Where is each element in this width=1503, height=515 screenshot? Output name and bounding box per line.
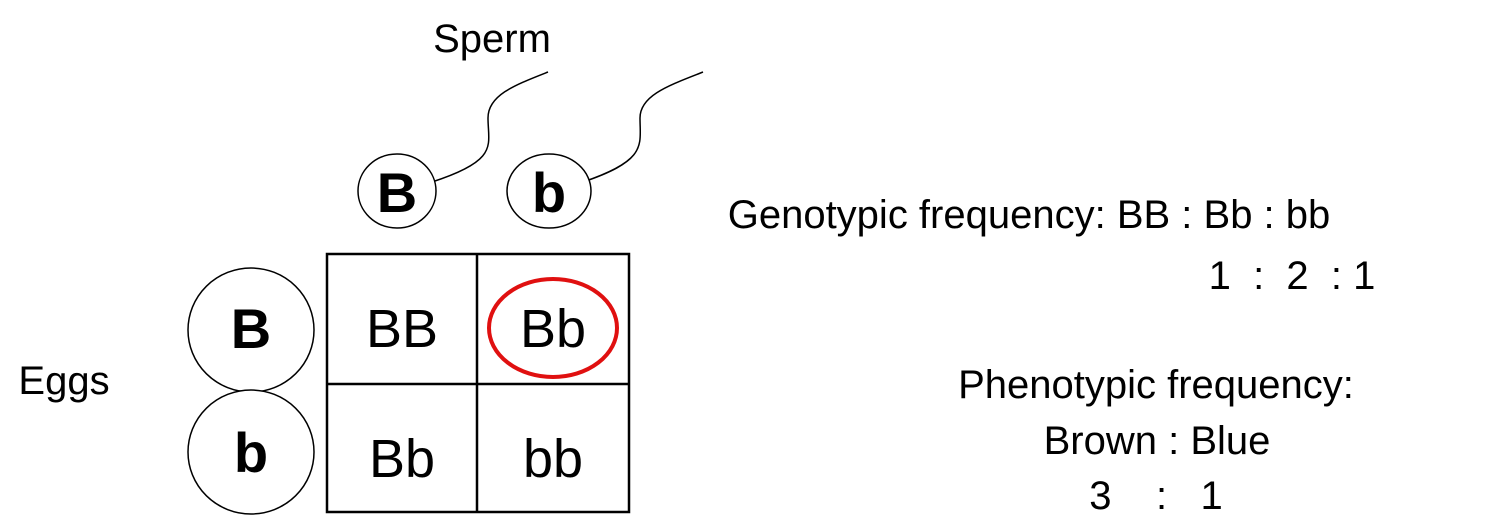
egg-gamete-1: B bbox=[187, 267, 315, 393]
phenotypic-ratio: 3 : 1 bbox=[1089, 474, 1222, 515]
sperm-tail-1 bbox=[431, 71, 549, 183]
grid-cell-BB: BB bbox=[366, 299, 438, 359]
sperm-gamete-2: b bbox=[506, 153, 592, 229]
grid-cell-bb: bb bbox=[523, 429, 583, 489]
sperm-label: Sperm bbox=[433, 17, 551, 61]
phenotypic-traits: Brown : Blue bbox=[1044, 419, 1271, 463]
sperm-tail-2 bbox=[582, 71, 704, 183]
sperm-allele-1: B bbox=[377, 161, 417, 224]
egg-gamete-2: b bbox=[187, 389, 315, 515]
grid-cell-Bb-bottom: Bb bbox=[369, 429, 435, 489]
highlight-ring bbox=[487, 277, 619, 379]
genotypic-frequency-label: Genotypic frequency: BB : Bb : bb bbox=[728, 193, 1331, 237]
sperm-gamete-1: B bbox=[357, 153, 437, 229]
eggs-label: Eggs bbox=[18, 359, 109, 403]
egg-allele-2: b bbox=[234, 421, 268, 484]
genotypic-ratio: 1 : 2 : 1 bbox=[1209, 254, 1376, 298]
egg-allele-1: B bbox=[231, 297, 271, 360]
punnett-grid: BB Bb Bb bb bbox=[325, 252, 631, 514]
phenotypic-frequency-label: Phenotypic frequency: bbox=[958, 363, 1354, 407]
grid-cell-Bb-top: Bb bbox=[520, 299, 586, 359]
sperm-allele-2: b bbox=[532, 161, 566, 224]
